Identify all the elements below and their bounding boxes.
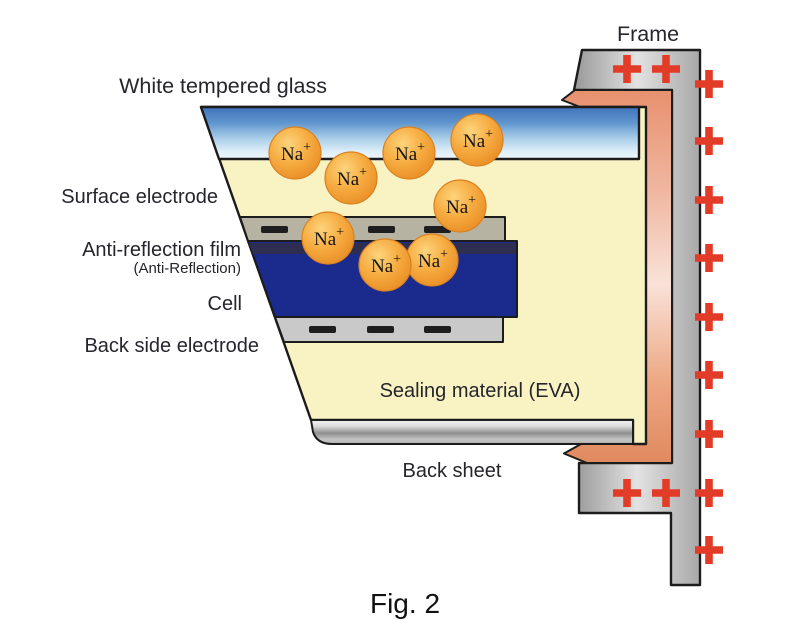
charges-layer: [613, 55, 723, 564]
sodium-ion-label: Na+: [463, 127, 493, 152]
back-sheet-bar: [310, 419, 634, 445]
positive-charge-icon: [695, 244, 723, 272]
positive-charge-icon: [695, 536, 723, 564]
electrode-contact-dash: [424, 326, 451, 333]
sodium-ion: Na+: [301, 211, 355, 265]
ions-layer: Na+ Na+ Na+ Na+ Na+ Na+ Na+ Na+: [268, 113, 504, 292]
electrode-contact-dash: [367, 326, 394, 333]
sodium-ion: Na+: [405, 233, 459, 287]
positive-charge-icon: [695, 479, 723, 508]
electrode-contact-dash: [309, 326, 336, 333]
sodium-ion-label: Na+: [418, 247, 448, 272]
figure-caption: Fig. 2: [370, 588, 440, 619]
positive-charge-icon: [695, 303, 723, 332]
positive-charge-icon: [695, 70, 723, 98]
positive-charge-icon: [652, 55, 680, 83]
electrode-contact-dash: [424, 226, 451, 233]
positive-charge-icon: [613, 479, 641, 508]
label-anti-reflection-film: Anti-reflection film: [82, 239, 241, 261]
positive-charge-icon: [652, 479, 680, 508]
sodium-ion-label: Na+: [281, 140, 311, 165]
electrode-contact-dash: [368, 226, 395, 233]
label-back-sheet: Back sheet: [403, 460, 502, 482]
positive-charge-icon: [695, 420, 723, 449]
label-cell: Cell: [208, 293, 242, 315]
label-anti-reflection-sub: (Anti-Reflection): [133, 260, 241, 277]
positive-charge-icon: [613, 55, 641, 83]
sodium-ion: Na+: [268, 126, 322, 180]
label-frame: Frame: [617, 22, 679, 46]
positive-charge-icon: [695, 127, 723, 155]
positive-charge-icon: [695, 361, 723, 390]
sodium-ion-label: Na+: [337, 165, 367, 190]
label-surface-electrode: Surface electrode: [61, 186, 218, 208]
sodium-ion-label: Na+: [395, 140, 425, 165]
sodium-ion-label: Na+: [314, 225, 344, 250]
sodium-ion: Na+: [433, 179, 487, 233]
back-side-electrode-layer: [274, 316, 504, 343]
label-back-side-electrode: Back side electrode: [84, 335, 259, 357]
positive-charge-icon: [695, 186, 723, 214]
sodium-ion: Na+: [450, 113, 504, 167]
sodium-ion-label: Na+: [446, 193, 476, 218]
sodium-ion: Na+: [324, 151, 378, 205]
electrode-contact-dash: [261, 226, 288, 233]
sodium-ion: Na+: [382, 126, 436, 180]
sodium-ion: Na+: [358, 238, 412, 292]
label-white-tempered-glass: White tempered glass: [119, 74, 327, 98]
sodium-ion-label: Na+: [371, 252, 401, 277]
label-sealing-material: Sealing material (EVA): [380, 380, 581, 402]
